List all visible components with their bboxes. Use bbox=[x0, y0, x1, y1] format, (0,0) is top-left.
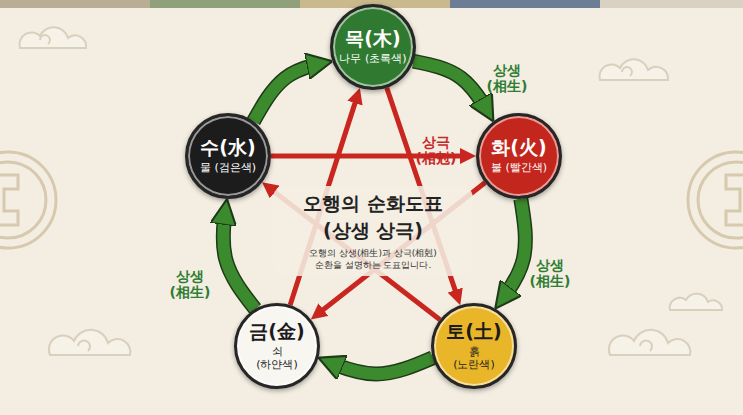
strip-segment bbox=[150, 0, 300, 8]
cloud bbox=[670, 294, 722, 310]
diagram-caption: 오행의 상생(相生)과 상극(相剋) 순환을 설명하는 도표입니다. bbox=[303, 247, 443, 271]
edge-label: 상생 (相生) bbox=[167, 268, 213, 300]
strip-segment bbox=[0, 0, 150, 8]
emblem-ring bbox=[0, 162, 46, 238]
cloud-swirl bbox=[78, 341, 90, 351]
edge-label: 상생 (相生) bbox=[484, 62, 530, 94]
element-circle: 토(土)흙 (노란색) bbox=[431, 303, 517, 389]
cloud-swirl bbox=[622, 67, 632, 76]
connector-outline bbox=[223, 199, 255, 309]
element-circle: 화(火) 불 (빨간색) bbox=[476, 113, 562, 199]
cloud bbox=[19, 27, 86, 48]
strip-segment bbox=[600, 0, 743, 8]
edge-label: 상생 (相生) bbox=[527, 257, 573, 289]
connectors bbox=[223, 61, 525, 374]
connector-outline bbox=[318, 358, 432, 374]
element-name: 수(水) bbox=[200, 137, 255, 159]
element-description: 물 (검은색) bbox=[188, 161, 268, 174]
element-name: 금(金) bbox=[249, 321, 304, 343]
cloud bbox=[609, 330, 690, 355]
generation-arrow bbox=[318, 358, 432, 374]
generation-arrow bbox=[495, 199, 525, 309]
emblem-ring bbox=[688, 152, 743, 248]
element-circle: 수(水) 물 (검은색) bbox=[185, 113, 271, 199]
generation-arrow bbox=[223, 199, 255, 309]
right-emblem bbox=[688, 152, 743, 248]
cloud bbox=[49, 330, 130, 355]
generation-arrow bbox=[414, 61, 494, 121]
connector-outlines bbox=[223, 61, 525, 374]
generation-arrow bbox=[253, 61, 332, 121]
diagram-title: 오행의 순화도표 (상생 상극) bbox=[283, 190, 463, 243]
edge-label: 상극 (相剋) bbox=[413, 134, 459, 166]
emblem-pattern bbox=[726, 175, 743, 225]
element-description: 흙 (노란색) bbox=[451, 345, 497, 371]
connector-outline bbox=[253, 61, 332, 121]
emblem-ring bbox=[0, 152, 56, 248]
element-description: 불 (빨간색) bbox=[479, 161, 559, 174]
element-name: 화(火) bbox=[491, 137, 546, 159]
connector-outline bbox=[414, 61, 494, 121]
emblem-pattern bbox=[0, 175, 18, 225]
element-circle: 금(金)쇠 (하얀색) bbox=[234, 303, 320, 389]
connector-outline bbox=[495, 199, 525, 309]
element-name: 목(木) bbox=[345, 28, 400, 50]
center-panel: 오행의 순화도표 (상생 상극) 오행의 상생(相生)과 상극(相剋) 순환을 설… bbox=[273, 186, 473, 276]
cloud-swirl bbox=[40, 35, 50, 44]
strip-segment bbox=[450, 0, 600, 8]
element-name: 토(土) bbox=[446, 321, 501, 343]
cloud bbox=[599, 59, 668, 80]
element-description: 나무 (초록색) bbox=[333, 52, 413, 65]
element-description: 쇠 (하얀색) bbox=[254, 345, 300, 371]
cloud-swirl bbox=[640, 341, 652, 351]
emblem-ring bbox=[698, 162, 743, 238]
left-emblem bbox=[0, 152, 56, 248]
element-circle: 목(木) 나무 (초록색) bbox=[330, 4, 416, 90]
